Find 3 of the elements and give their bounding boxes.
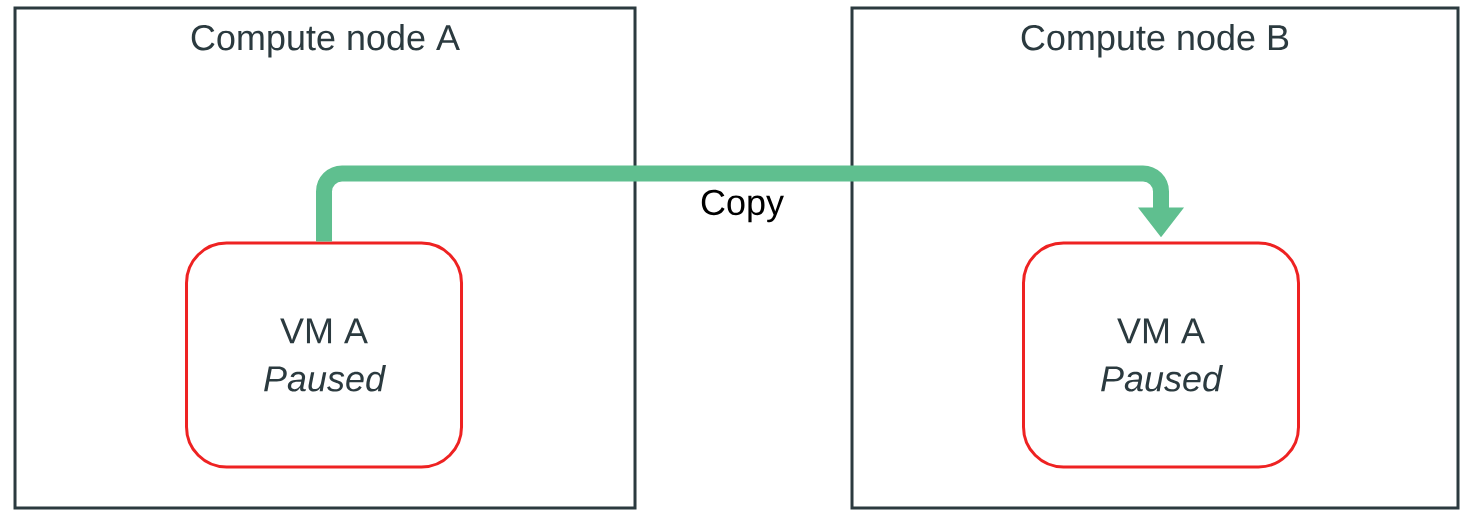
edge-label: Copy xyxy=(701,189,784,223)
vm-box: VM A Paused xyxy=(1022,241,1300,469)
vm-box: VM A Paused xyxy=(185,241,463,469)
